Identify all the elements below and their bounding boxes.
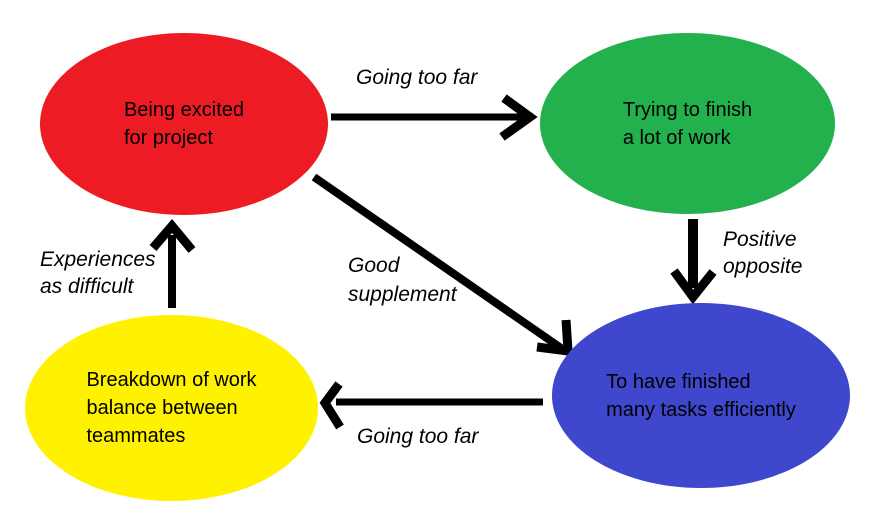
node-label: Breakdown of work balance between teamma… (86, 369, 257, 447)
node-label: To have finished many tasks efficiently (606, 370, 796, 421)
node-trying-to-finish-work: Trying to finish a lot of work (540, 33, 835, 214)
edge-label-going-too-far-top: Going too far (356, 66, 478, 89)
edge-label-experiences-as-difficult: Experiences as difficult (40, 248, 156, 298)
node-label: Trying to finish a lot of work (622, 98, 753, 149)
arrow-finished-to-breakdown (319, 381, 543, 430)
node-breakdown-of-work-balance: Breakdown of work balance between teamma… (25, 315, 318, 501)
node-finished-many-tasks: To have finished many tasks efficiently (552, 303, 850, 488)
node-label: Being excited for project (123, 99, 245, 149)
arrow-excited-to-trying (331, 94, 538, 141)
edge-label-going-too-far-bottom: Going too far (357, 425, 479, 448)
arrow-breakdown-to-excited (149, 219, 196, 308)
arrow-trying-to-finished (670, 219, 717, 305)
edge-label-positive-opposite: Positive opposite (723, 228, 803, 278)
edge-label-good-supplement: Good supplement (348, 254, 457, 306)
node-being-excited-for-project: Being excited for project (40, 33, 328, 215)
